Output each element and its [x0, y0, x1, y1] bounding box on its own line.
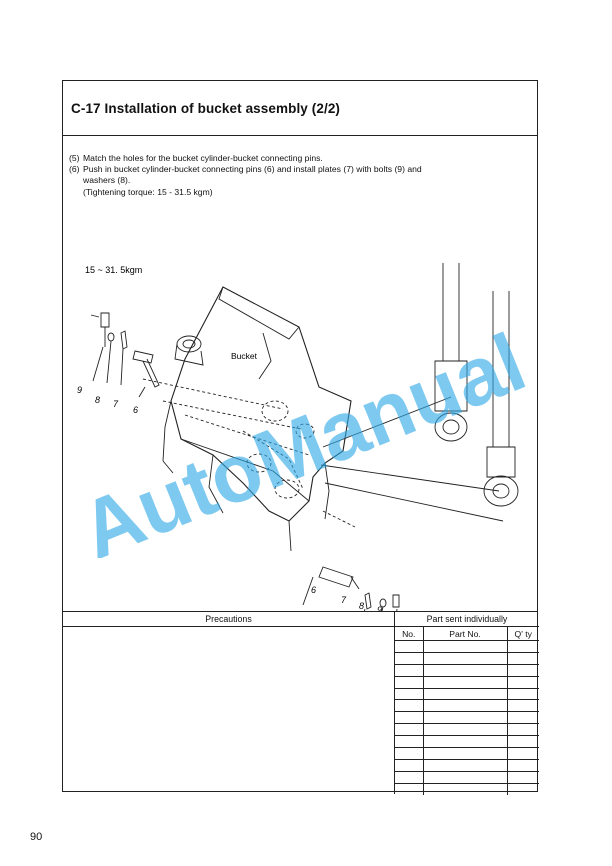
step-6-torque-note: (Tightening torque: 15 - 31.5 kgm) [83, 186, 213, 197]
parts-table-cell [423, 664, 508, 677]
page-title: C-17 Installation of bucket assembly (2/… [71, 101, 341, 116]
callout-8-left: 8 [95, 395, 100, 405]
callout-7-right: 7 [341, 595, 347, 605]
parts-table-cell [507, 759, 539, 772]
precautions-body [63, 627, 395, 794]
parts-table-cell [507, 735, 539, 749]
precautions-parts-section: Precautions Part sent individually No. P… [63, 611, 539, 795]
parts-table-cell [423, 759, 508, 772]
parts-table-cell [423, 652, 508, 665]
parts-table-cell [423, 723, 508, 737]
step-number: (5) [69, 153, 80, 163]
parts-table-row [395, 699, 539, 713]
parts-table-row [395, 711, 539, 725]
parts-table-cell [395, 783, 424, 795]
parts-table-row [395, 771, 539, 784]
parts-heading: Part sent individually [395, 612, 539, 627]
page-number: 90 [30, 831, 43, 843]
step-5: (5) Match the holes for the bucket cylin… [69, 153, 531, 164]
parts-table-row [395, 735, 539, 749]
parts-table-cell [507, 699, 539, 713]
callout-9-right: 9 [377, 605, 382, 611]
step-text: Push in bucket cylinder-bucket connectin… [83, 164, 422, 175]
callout-8-right: 8 [359, 601, 364, 611]
parts-table-cell [423, 747, 508, 760]
parts-table-row [395, 664, 539, 677]
parts-table-cell [507, 747, 539, 760]
parts-table-cell [507, 664, 539, 677]
parts-table-cell [395, 735, 424, 749]
parts-table-cell [395, 723, 424, 737]
parts-table-row [395, 783, 539, 795]
title-bar: C-17 Installation of bucket assembly (2/… [63, 81, 537, 136]
parts-table-row [395, 640, 539, 653]
parts-table-cell [395, 664, 424, 677]
parts-table-cell [423, 783, 508, 795]
column-part-no: Part No. [423, 627, 508, 641]
parts-table-row [395, 688, 539, 701]
parts-table-cell [423, 735, 508, 749]
parts-table-cell [507, 723, 539, 737]
column-no: No. [395, 627, 424, 641]
callout-9-left: 9 [77, 385, 82, 395]
torque-label: 15 ~ 31. 5kgm [85, 265, 142, 275]
parts-table-cell [423, 771, 508, 784]
parts-table-cell [395, 747, 424, 760]
parts-table-cell [395, 771, 424, 784]
parts-table-row [395, 759, 539, 772]
parts-table-cell [423, 699, 508, 713]
parts-table-cell [395, 699, 424, 713]
parts-table-row [395, 676, 539, 689]
callout-6-right: 6 [311, 585, 316, 595]
callout-7-left: 7 [113, 399, 119, 409]
parts-table-cell [507, 652, 539, 665]
parts-table-cell [423, 711, 508, 725]
parts-table-cell [395, 688, 424, 701]
parts-table-cell [507, 676, 539, 689]
parts-table-cell [395, 676, 424, 689]
precautions-heading: Precautions [63, 612, 395, 627]
parts-table-row [395, 723, 539, 737]
parts-table-cell [395, 711, 424, 725]
parts-table-cell [423, 640, 508, 653]
parts-table-cell [507, 711, 539, 725]
parts-table-row [395, 747, 539, 760]
parts-table-cell [395, 640, 424, 653]
step-6: (6) Push in bucket cylinder-bucket conne… [69, 164, 531, 175]
column-qty: Q' ty [507, 627, 539, 641]
parts-table-cell [507, 640, 539, 653]
parts-table-cell [423, 688, 508, 701]
parts-table-body [395, 640, 539, 795]
parts-table-cell [507, 783, 539, 794]
step-6-continuation: washers (8). [83, 175, 131, 186]
bucket-installation-diagram: 15 ~ 31. 5kgm Bucket 9 8 7 6 6 7 8 9 [77, 263, 519, 611]
parts-table-cell [395, 759, 424, 772]
parts-table-row [395, 652, 539, 665]
parts-table-cell [507, 688, 539, 701]
callout-6-left: 6 [133, 405, 138, 415]
page-frame: C-17 Installation of bucket assembly (2/… [62, 80, 539, 795]
parts-table: No. Part No. Q' ty [395, 627, 539, 795]
parts-table-cell [507, 771, 539, 784]
step-number: (6) [69, 164, 80, 175]
step-text: Match the holes for the bucket cylinder-… [83, 153, 323, 163]
procedure-steps: (5) Match the holes for the bucket cylin… [69, 153, 531, 198]
bucket-label: Bucket [231, 351, 258, 361]
parts-table-header: No. Part No. Q' ty [395, 627, 539, 641]
parts-table-cell [395, 652, 424, 665]
parts-table-cell [423, 676, 508, 689]
